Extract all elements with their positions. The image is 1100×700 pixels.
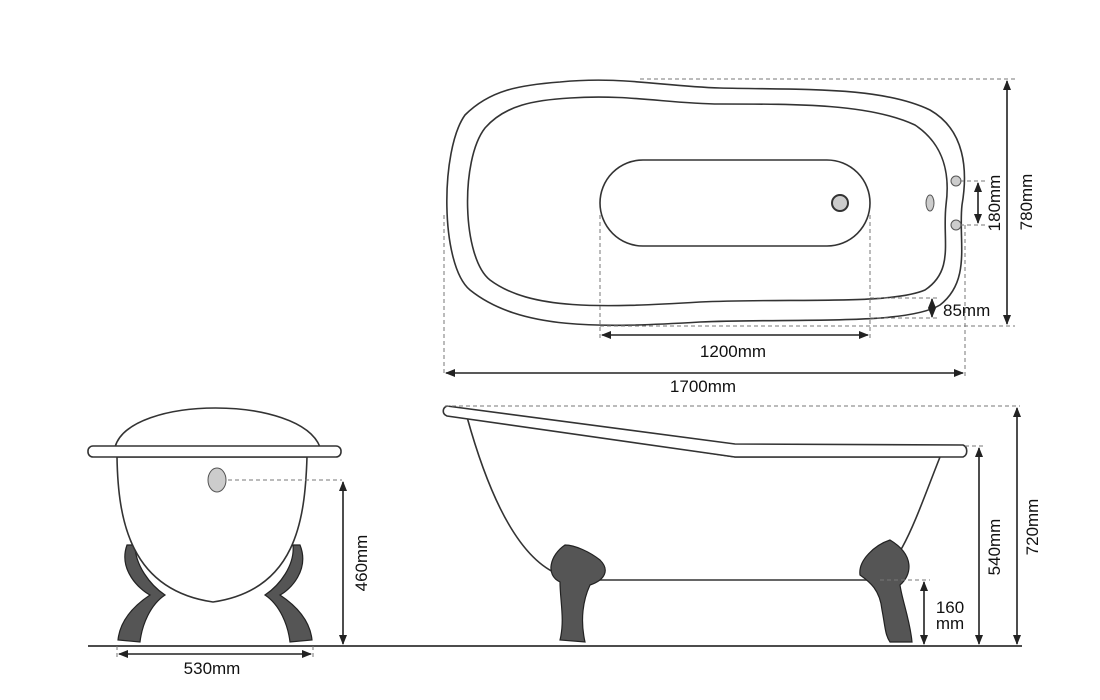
length-label: 1700mm [670,377,736,396]
tap-hole-icon [950,219,962,231]
clearance-label-value: 160 [936,598,964,617]
rim-width-label: 85mm [943,301,990,320]
end-view-rim [87,445,342,458]
end-view-dome [113,407,322,448]
foot-span-label: 530mm [184,659,241,678]
rim-height-label: 540mm [985,519,1004,576]
total-height-label: 720mm [1023,499,1042,556]
tap-spacing-label: 180mm [985,175,1004,232]
clearance-label-unit: mm [936,614,964,633]
side-view-rim [442,405,968,458]
overflow-icon [207,467,227,493]
side-view: 160 mm 540mm 720mm [442,405,1042,645]
top-view: 780mm 180mm 85mm 1200mm 1700mm [443,78,1036,396]
end-view-leg-right [263,544,313,643]
basin-length-label: 1200mm [700,342,766,361]
overflow-icon [925,194,935,212]
overflow-height-label: 460mm [352,535,371,592]
end-view-body [116,456,308,603]
claw-foot-right [859,539,913,643]
end-view: 460mm 530mm [87,407,371,678]
end-view-leg-left [117,544,167,643]
drain-icon [831,194,849,212]
basin-floor [599,159,871,247]
claw-foot-left [550,544,606,643]
tap-hole-icon [950,175,962,187]
width-label: 780mm [1017,174,1036,231]
